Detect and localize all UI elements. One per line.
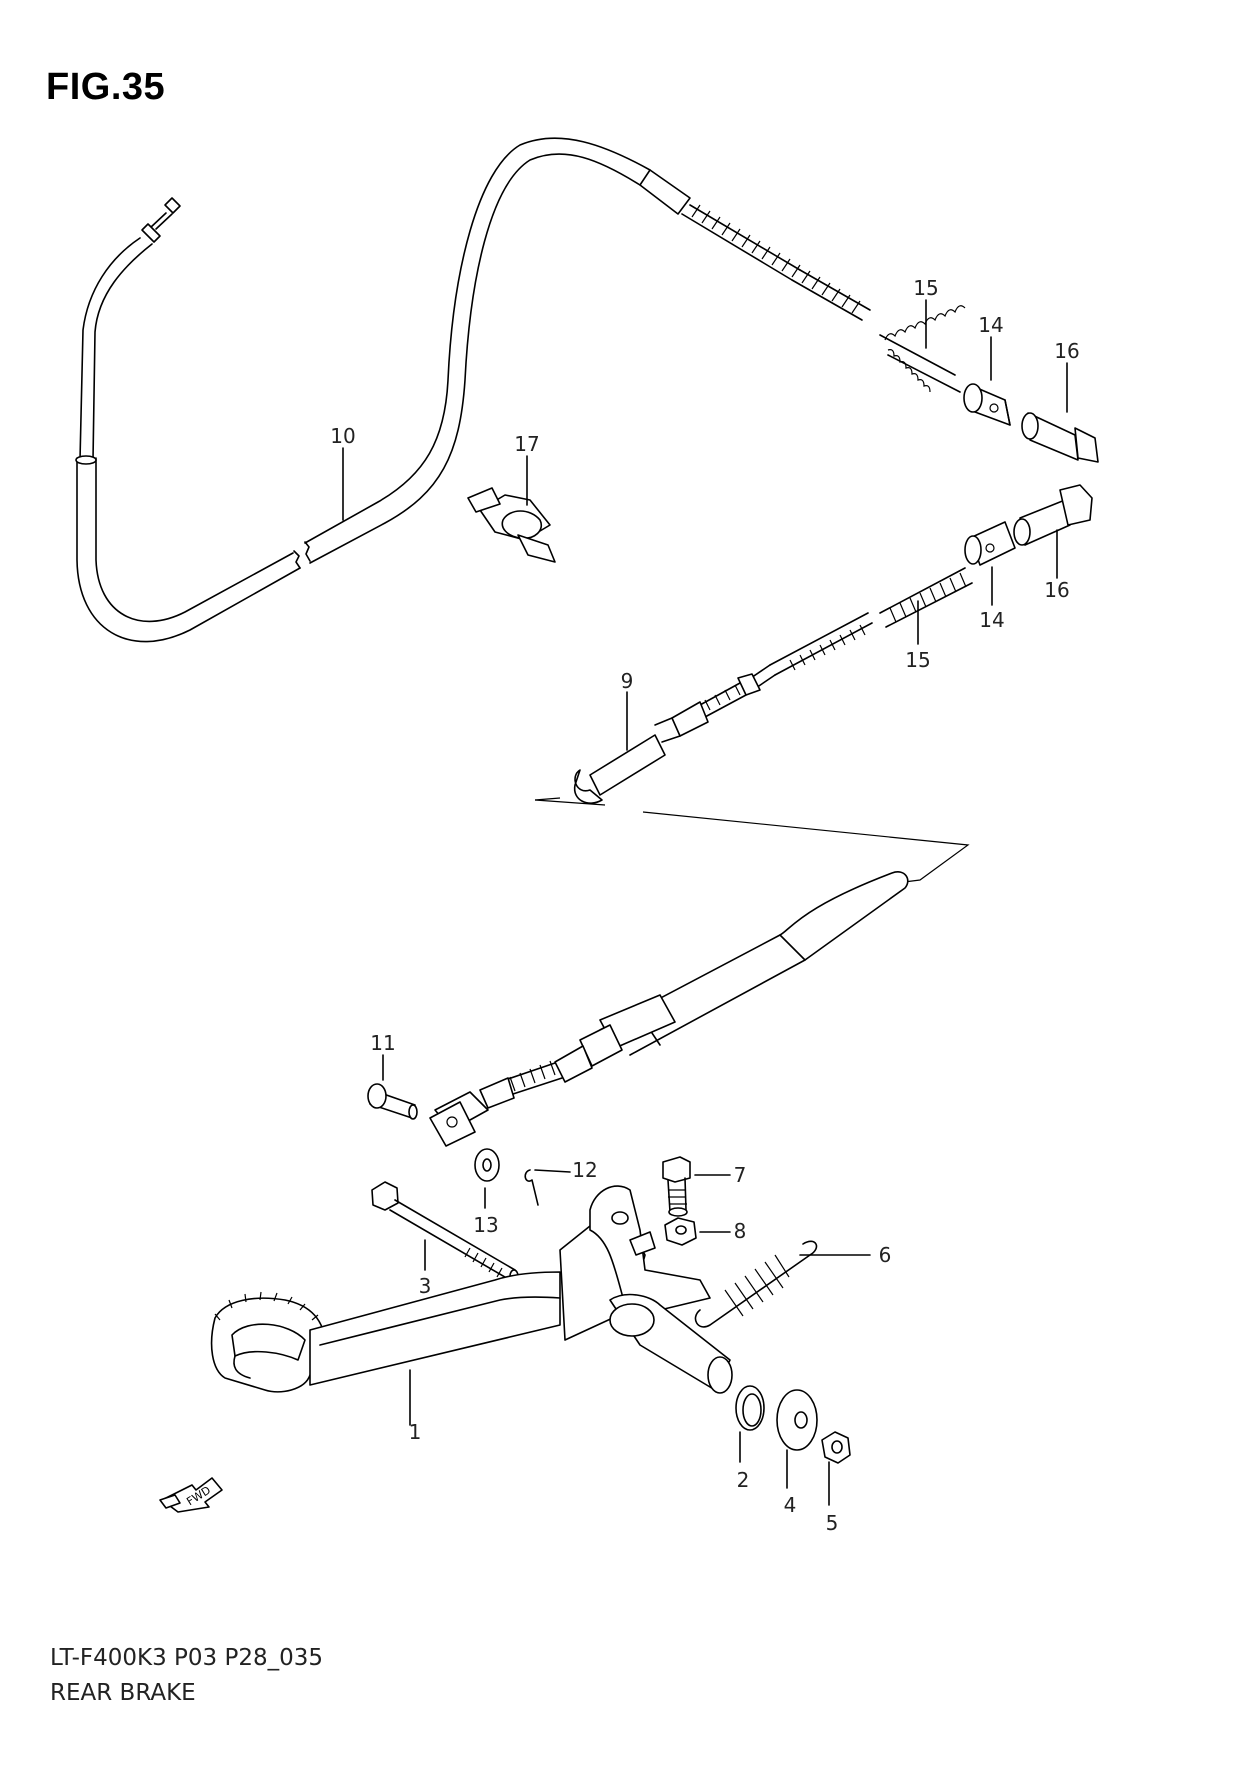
callout-15-lower[interactable]: 15 (905, 648, 930, 672)
part-17-clamp[interactable] (467, 455, 556, 563)
part-1-brake-pedal[interactable] (210, 1185, 733, 1426)
callout-14-lower[interactable]: 14 (979, 608, 1004, 632)
part-14-joint-upper[interactable] (963, 336, 1011, 426)
part-11-clevis-pin[interactable] (367, 1054, 418, 1120)
part-10-threads (681, 204, 871, 321)
part-10-cable[interactable] (75, 137, 871, 643)
callout-1[interactable]: 1 (409, 1420, 422, 1444)
part-6-spring[interactable] (694, 1240, 871, 1328)
callout-16-lower[interactable]: 16 (1044, 578, 1069, 602)
callout-8[interactable]: 8 (734, 1219, 747, 1243)
part-7-bolt[interactable] (662, 1156, 731, 1217)
callout-11[interactable]: 11 (370, 1031, 395, 1055)
figure-code: LT-F400K3 P03 P28_035 (50, 1645, 324, 1671)
part-14-joint-lower[interactable] (964, 521, 1016, 606)
callout-15-upper[interactable]: 15 (913, 276, 938, 300)
callout-6[interactable]: 6 (879, 1243, 892, 1267)
callout-17[interactable]: 17 (514, 432, 539, 456)
part-13-washer[interactable] (474, 1148, 500, 1209)
callout-7[interactable]: 7 (734, 1163, 747, 1187)
callout-16-upper[interactable]: 16 (1054, 339, 1079, 363)
callout-14-upper[interactable]: 14 (978, 313, 1003, 337)
part-16-pin-upper[interactable] (1021, 362, 1099, 463)
fwd-arrow-icon: FWD (159, 1477, 223, 1513)
part-12-cotter-pin[interactable] (524, 1169, 571, 1206)
part-15-spring-upper[interactable] (879, 299, 966, 393)
callout-3[interactable]: 3 (419, 1274, 432, 1298)
callout-13[interactable]: 13 (473, 1213, 498, 1237)
part-8-nut[interactable] (664, 1217, 731, 1246)
part-16-pin-lower[interactable] (1013, 484, 1093, 579)
callout-5[interactable]: 5 (826, 1511, 839, 1535)
callout-9[interactable]: 9 (621, 669, 634, 693)
part-2-o-ring[interactable] (735, 1385, 765, 1463)
callout-2[interactable]: 2 (737, 1468, 750, 1492)
part-9-cable[interactable] (429, 612, 970, 1147)
figure-name: REAR BRAKE (50, 1680, 196, 1706)
part-15-spring-lower[interactable] (879, 567, 973, 645)
callout-4[interactable]: 4 (784, 1493, 797, 1517)
callout-10[interactable]: 10 (330, 424, 355, 448)
part-4-washer[interactable] (776, 1389, 818, 1489)
figure-title: FIG.35 (46, 66, 166, 108)
part-5-nut[interactable] (821, 1431, 851, 1506)
callout-labels: 1 2 3 4 5 6 7 8 9 10 11 12 13 14 14 15 1… (330, 276, 1079, 1535)
callout-12[interactable]: 12 (572, 1158, 597, 1182)
